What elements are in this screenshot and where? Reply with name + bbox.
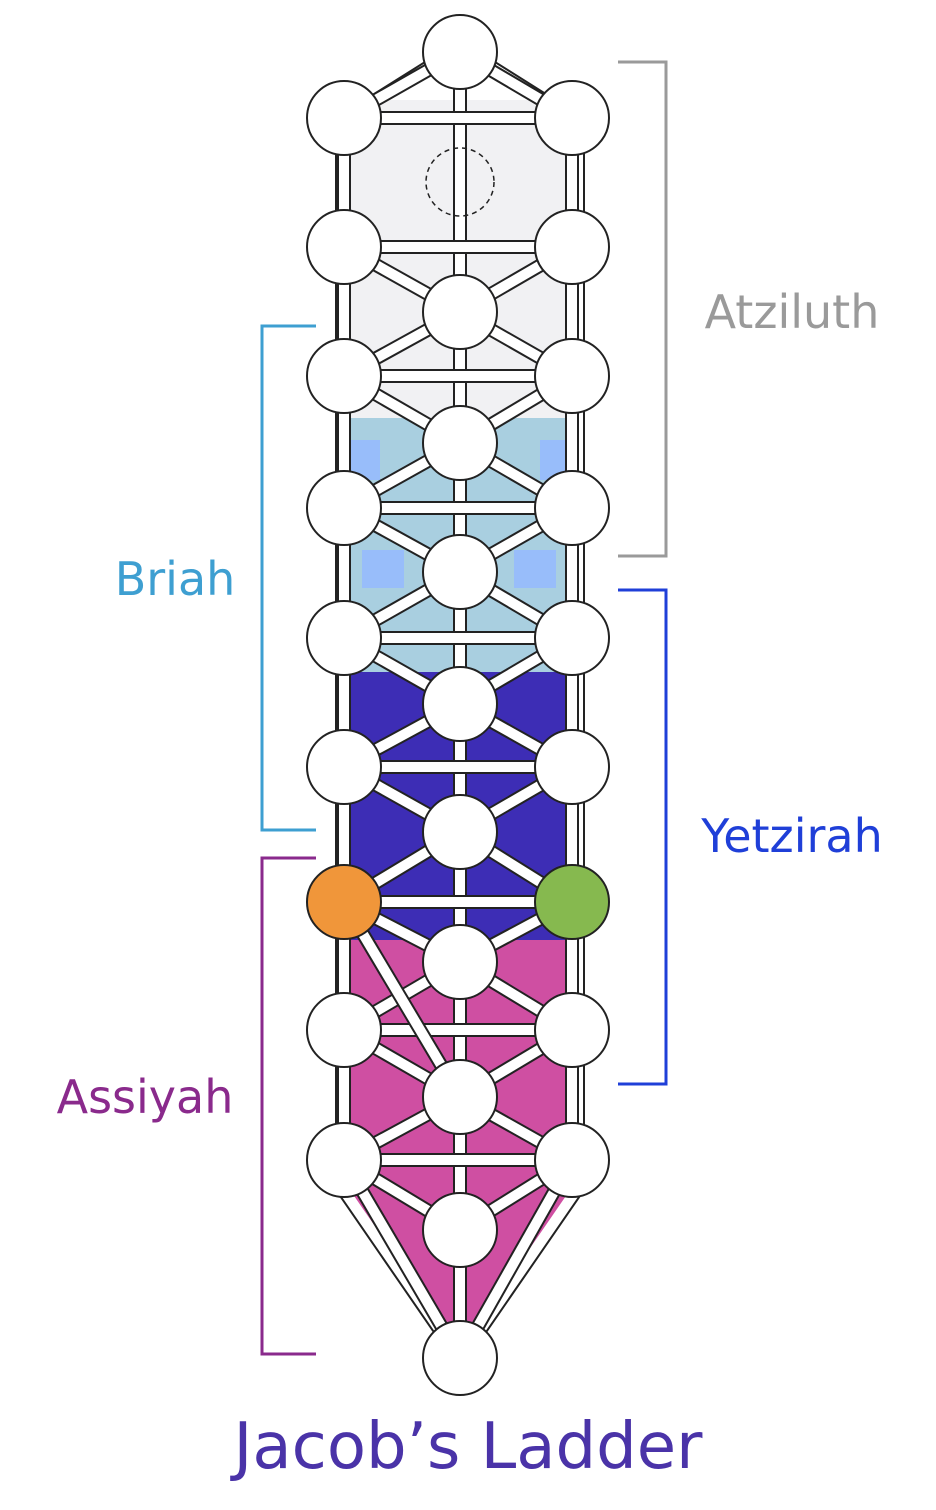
world-label-briah: Briah <box>115 552 236 606</box>
sephira-node-21 <box>306 992 382 1068</box>
sephira-node-5 <box>422 274 498 350</box>
sephira-node-15 <box>306 729 382 805</box>
sephira-node-4 <box>534 209 610 285</box>
world-label-assiyah: Assiyah <box>57 1070 234 1124</box>
diagram-title: Jacob’s Ladder <box>230 1410 704 1484</box>
sephira-node-8 <box>422 405 498 481</box>
sephira-node-26 <box>422 1192 498 1268</box>
bracket-yetzirah <box>618 588 668 1086</box>
channel-bottom-left <box>339 1157 465 1361</box>
sephira-node-24 <box>306 1122 382 1198</box>
sephira-node-27 <box>422 1320 498 1396</box>
sephira-node-11 <box>422 534 498 610</box>
sephira-node-18 <box>306 864 382 940</box>
sephira-node-7 <box>534 338 610 414</box>
band-briah-accent-right <box>514 550 556 588</box>
sephira-node-3 <box>306 209 382 285</box>
bracket-briah <box>260 324 316 832</box>
sephira-node-2 <box>534 80 610 156</box>
sephira-node-6 <box>306 338 382 414</box>
sephira-node-17 <box>422 794 498 870</box>
sephira-node-13 <box>534 600 610 676</box>
sephira-node-16 <box>534 729 610 805</box>
bracket-assiyah <box>260 856 316 1356</box>
sephira-node-20 <box>422 924 498 1000</box>
sephiroth-layer <box>306 14 610 1396</box>
sephira-node-9 <box>306 470 382 546</box>
sephira-node-12 <box>306 600 382 676</box>
sephira-node-19 <box>534 864 610 940</box>
sephira-node-1 <box>306 80 382 156</box>
sephira-node-0 <box>422 14 498 90</box>
bracket-atziluth <box>618 60 668 558</box>
sephira-node-22 <box>534 992 610 1068</box>
world-label-atziluth: Atziluth <box>705 285 880 339</box>
band-briah-accent-left <box>362 550 404 588</box>
world-label-yetzirah: Yetzirah <box>700 809 883 863</box>
sephira-node-10 <box>534 470 610 546</box>
sephira-node-25 <box>534 1122 610 1198</box>
daath-hidden-node <box>425 147 495 217</box>
sephira-node-14 <box>422 666 498 742</box>
sephira-node-23 <box>422 1059 498 1135</box>
